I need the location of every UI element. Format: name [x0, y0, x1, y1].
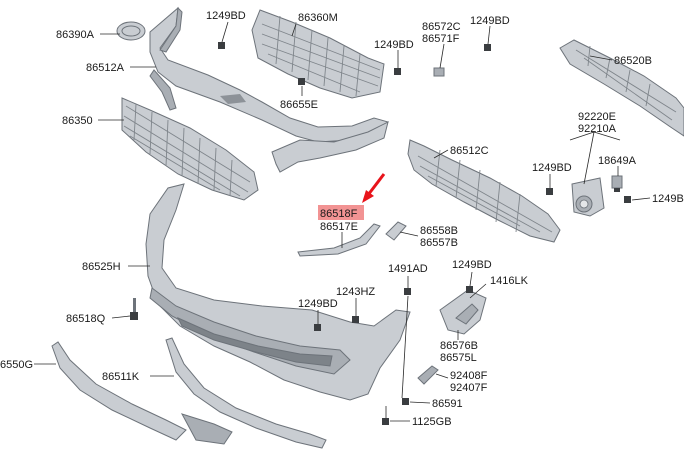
- leader-lines: [34, 21, 651, 422]
- callout-86576B: 86576B: [440, 340, 478, 352]
- callout-86575L: 86575L: [440, 352, 477, 364]
- side-grille-part: [407, 139, 561, 243]
- callout-86350: 86350: [62, 115, 93, 127]
- bumper-beam-part: [559, 39, 684, 137]
- emblem-part: [116, 21, 146, 41]
- side-cover-part: [385, 221, 407, 241]
- callout-92408F: 92408F: [450, 370, 488, 382]
- clip-part: [130, 298, 138, 320]
- callout-labels: 86390A 86512A 86350 1249BD 86360M 1249BD…: [0, 10, 684, 428]
- skid-trim-part: [165, 337, 327, 449]
- upper-inner-grille-part: [251, 9, 385, 99]
- callout-1125GB: 1125GB: [412, 416, 452, 428]
- callout-92220E: 92220E: [578, 111, 616, 123]
- callout-86390A: 86390A: [56, 29, 95, 41]
- reflector-part: [417, 365, 439, 385]
- callout-86520B: 86520B: [614, 55, 652, 67]
- side-bracket-part: [439, 289, 487, 335]
- callout-1416LK: 1416LK: [490, 275, 529, 287]
- callout-86512A: 86512A: [86, 62, 125, 74]
- callout-1249BD-b: 1249BD: [374, 39, 414, 51]
- callout-86360M: 86360M: [298, 12, 338, 24]
- callout-86571F: 86571F: [422, 33, 460, 45]
- callout-86591: 86591: [432, 398, 463, 410]
- grille-mesh-part: [121, 97, 259, 201]
- callout-1249BD-f: 1249BD: [452, 259, 492, 271]
- callout-92210A: 92210A: [578, 123, 617, 135]
- callout-86572C: 86572C: [422, 21, 461, 33]
- callout-86511K: 86511K: [102, 371, 140, 383]
- upper-grille-frame-part: [149, 6, 389, 173]
- callout-1249BD-e: 1249B: [652, 193, 684, 205]
- callout-1249BD-d: 1249BD: [532, 162, 572, 174]
- callout-86518Q: 86518Q: [66, 313, 106, 325]
- callout-86512C: 86512C: [450, 145, 489, 157]
- callout-92407F: 92407F: [450, 382, 488, 394]
- fog-lamp-part: [571, 177, 605, 217]
- callout-18649A: 18649A: [598, 155, 637, 167]
- callout-1249BD-a: 1249BD: [206, 10, 246, 22]
- highlight-box: [318, 205, 364, 220]
- callout-86550G: 6550G: [0, 359, 33, 371]
- callout-1249BD-g: 1249BD: [298, 298, 338, 310]
- bumper-cover-part: [145, 183, 411, 401]
- red-arrow: [362, 173, 386, 203]
- callout-86557B: 86557B: [420, 237, 458, 249]
- callout-86525H: 86525H: [82, 261, 121, 273]
- lower-lip-part: [51, 341, 187, 441]
- bolt-set: [218, 42, 631, 425]
- callout-86558B: 86558B: [420, 225, 458, 237]
- callout-86518F: 86518F: [320, 208, 358, 220]
- callout-86655E: 86655E: [280, 99, 318, 111]
- callout-86517E: 86517E: [320, 221, 358, 233]
- callout-1249BD-c: 1249BD: [470, 15, 510, 27]
- bulb-part: [611, 175, 623, 192]
- callout-1491AD: 1491AD: [388, 263, 428, 275]
- callout-1243HZ: 1243HZ: [336, 286, 375, 298]
- bumper-trim-strip-part: [297, 223, 381, 257]
